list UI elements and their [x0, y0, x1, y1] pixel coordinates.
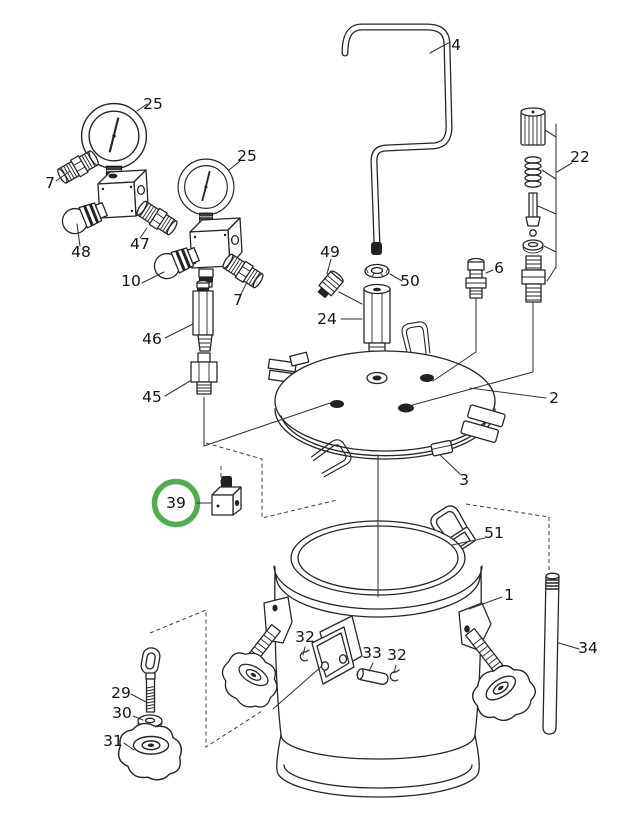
part-label-51: 51 — [484, 524, 504, 542]
part-label-7: 7 — [233, 291, 243, 309]
valve-39 — [205, 442, 338, 519]
part-label-30: 30 — [112, 704, 132, 722]
safety-valve-22 — [520, 107, 557, 303]
leg-assembly — [117, 647, 183, 781]
part-label-48: 48 — [71, 243, 91, 261]
part-label-4: 4 — [451, 36, 461, 54]
pressure-gauge-right — [177, 158, 235, 227]
part-label-24: 24 — [317, 310, 337, 328]
part-label-22: 22 — [570, 148, 590, 166]
hex-nipple-46 — [192, 279, 214, 352]
lid-port-hole — [330, 400, 344, 408]
part-label-47: 47 — [130, 235, 150, 253]
regulator-assembly-left — [54, 102, 267, 395]
regulator-knob-48 — [58, 196, 110, 239]
label-leader-lines — [55, 41, 580, 751]
part-label-32: 32 — [295, 628, 315, 646]
part-label-46: 46 — [142, 330, 162, 348]
assembly-leader-lines — [203, 291, 534, 447]
part-label-29: 29 — [111, 684, 131, 702]
part-label-6: 6 — [494, 259, 504, 277]
lid-top-left-lug — [289, 351, 310, 367]
part-label-3: 3 — [459, 471, 469, 489]
valve-6 — [465, 257, 487, 299]
part-label-7: 7 — [45, 174, 55, 192]
part-label-25: 25 — [237, 147, 257, 165]
part-label-31: 31 — [103, 732, 123, 750]
part-label-50: 50 — [400, 272, 420, 290]
nut-50 — [364, 263, 390, 279]
bracket-pin-33 — [356, 668, 389, 685]
clamp-right — [458, 602, 545, 734]
tube-34 — [542, 572, 560, 735]
lid-2 — [267, 320, 506, 479]
lid-handle-4 — [341, 23, 453, 255]
hinge-bracket — [272, 615, 363, 710]
part-label-1: 1 — [504, 586, 514, 604]
part-label-10: 10 — [121, 272, 141, 290]
part-label-25: 25 — [143, 95, 163, 113]
lid-lug-3 — [430, 440, 454, 457]
lid-center-hole — [372, 375, 382, 381]
air-fitting-7-left — [54, 147, 102, 187]
construction-lines — [149, 454, 550, 748]
part-label-32: 32 — [387, 646, 407, 664]
knob-31 — [117, 722, 183, 781]
part-label-49: 49 — [320, 243, 340, 261]
air-fitting-7-right — [219, 251, 267, 291]
lid-right-clamp-plates — [460, 404, 506, 444]
part-labels: 4 25 7 48 47 25 10 7 46 45 49 50 24 6 22… — [45, 36, 598, 750]
inlet-fitting-45 — [190, 352, 218, 395]
fitting-47 — [133, 198, 181, 238]
clamp-left — [211, 596, 293, 717]
lid-port-hole — [420, 374, 434, 382]
eye-bolt-29 — [140, 647, 161, 713]
fitting-49 — [317, 270, 344, 299]
e-clip-32-left — [299, 649, 310, 662]
part-label-45: 45 — [142, 388, 162, 406]
part-label-34: 34 — [578, 639, 598, 657]
part-label-39: 39 — [166, 494, 186, 512]
part-label-33: 33 — [362, 644, 382, 662]
part-label-2: 2 — [549, 389, 559, 407]
regulator-knob-10 — [150, 241, 202, 284]
